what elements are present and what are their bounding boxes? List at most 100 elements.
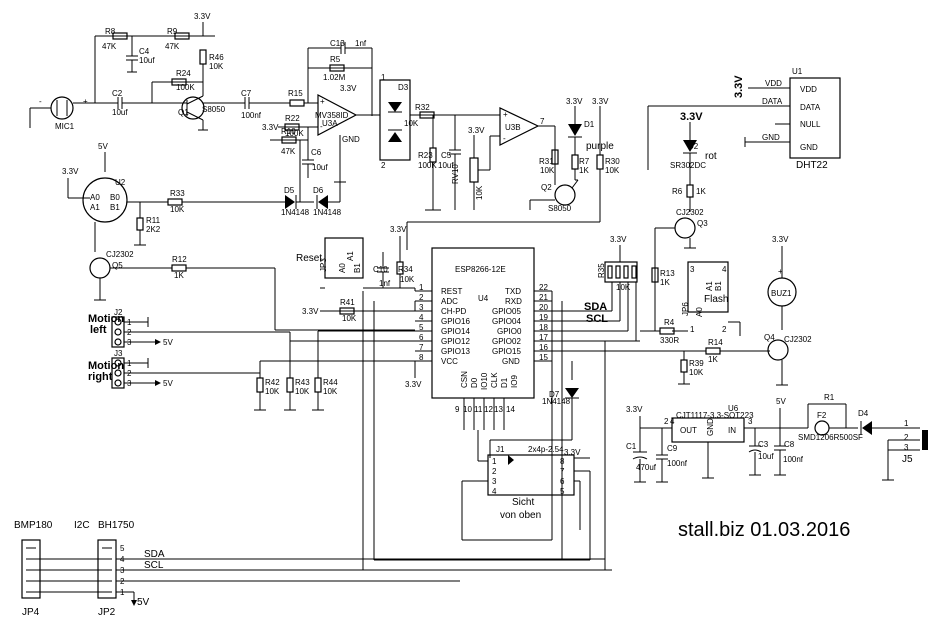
esp-pin-clk: CLK — [490, 372, 499, 388]
reset-pin-a1: A1 — [346, 251, 355, 261]
vcc-label-u2: 3.3V — [62, 167, 79, 176]
c4-ref: C4 — [139, 47, 150, 56]
dht22-name: DHT22 — [796, 160, 828, 171]
r7-value: 1K — [579, 166, 589, 175]
q4-transistor — [767, 339, 789, 361]
jp2-ref: JP2 — [98, 607, 116, 618]
esp-num-17: 17 — [539, 333, 548, 342]
d5-diode — [285, 195, 295, 209]
f2-value: SMD1206R500SF — [798, 433, 863, 442]
jp4-header — [21, 539, 41, 599]
flash-sw-ref: JP6 — [681, 302, 690, 316]
esp-num-21: 21 — [539, 293, 548, 302]
u2-pin-b1: B1 — [110, 203, 120, 212]
r5-value: 1.02M — [323, 73, 346, 82]
r12-value: 1K — [174, 271, 184, 280]
r43-resistor — [286, 377, 294, 393]
d1-ref: D1 — [584, 120, 595, 129]
vcc-label-r41: 3.3V — [302, 307, 319, 316]
vcc-label-esp: 3.3V — [405, 380, 422, 389]
vcc-label-u2-5v: 5V — [98, 142, 108, 151]
esp-num-3: 3 — [419, 303, 424, 312]
ir-sensor-section: 5V 3.3V U2 A0 A1 B0 B1 R33 10K R11 2K2 D… — [62, 140, 415, 331]
u6-ref: U6 — [728, 404, 739, 413]
j5-num-3: 3 — [904, 443, 909, 452]
j1-ref: J1 — [496, 445, 505, 454]
j3-ref: J3 — [114, 349, 123, 358]
r30-ref: R30 — [605, 157, 620, 166]
u6-pin2: 2 — [664, 417, 669, 426]
r32-value: 10K — [404, 119, 419, 128]
r4-ref: R4 — [664, 318, 675, 327]
esp-pin-d1: D1 — [500, 377, 509, 388]
r10-resistor — [281, 136, 297, 144]
vcc-label-r30: 3.3V — [592, 97, 609, 106]
flash-pin-b1: B1 — [714, 281, 723, 291]
c9-ref: C9 — [667, 444, 678, 453]
r41-resistor — [339, 307, 355, 315]
r13-ref: R13 — [660, 269, 675, 278]
j5-jack — [922, 430, 928, 450]
esp-pin-gpio05: GPIO05 — [492, 307, 521, 316]
esp8266-ref: U4 — [478, 294, 489, 303]
f2-ref: F2 — [817, 411, 827, 420]
r7-resistor — [571, 154, 579, 170]
c5-ref: C5 — [441, 151, 452, 160]
vcc-label-buzzer: 3.3V — [772, 235, 789, 244]
esp-num-11: 11 — [474, 405, 483, 414]
c6-ref: C6 — [311, 148, 322, 157]
esp-num-10: 10 — [463, 405, 472, 414]
r42-value: 10K — [265, 387, 280, 396]
dht22-pin-null: NULL — [800, 120, 821, 129]
vcc-label-r22: 3.3V — [262, 123, 279, 132]
j2-label-2: left — [90, 324, 107, 336]
r15-ref: R15 — [288, 89, 303, 98]
r15-resistor — [289, 99, 305, 107]
esp-pin-gpio0: GPIO0 — [497, 327, 522, 336]
r39-ref: R39 — [689, 359, 704, 368]
r4-value: 330R — [660, 336, 679, 345]
mic-preamp-section: 3.3V R8 47K R9 47K C4 10uf R46 10K R24 1… — [29, 12, 226, 131]
r9-resistor — [174, 32, 190, 40]
c3-ref: C3 — [758, 440, 769, 449]
esp-pin-chpd: CH-PD — [441, 307, 467, 316]
flash-num-4: 4 — [722, 265, 727, 274]
esp-num-16: 16 — [539, 343, 548, 352]
r30-resistor — [596, 154, 604, 170]
r41-value: 10K — [342, 314, 357, 323]
c6-value: 10uf — [312, 163, 328, 172]
r22-ref: R22 — [285, 114, 300, 123]
dht22-pin-data: DATA — [800, 103, 821, 112]
u3b-ref: U3B — [505, 123, 521, 132]
vcc-label-reg: 3.3V — [626, 405, 643, 414]
c13-value: 1nf — [355, 39, 367, 48]
r46-ref: R46 — [209, 53, 224, 62]
vcc-label-j1: 3.3V — [564, 448, 581, 457]
esp-pin-gpio16: GPIO16 — [441, 317, 470, 326]
c8-value: 100nf — [783, 455, 804, 464]
esp-pin-io10: IO10 — [480, 372, 489, 390]
r42-resistor — [256, 377, 264, 393]
esp-pin-vcc: VCC — [441, 357, 458, 366]
esp-pin-rest: REST — [441, 287, 462, 296]
c10-value: 1nf — [379, 279, 391, 288]
esp-pin-d0: D0 — [470, 377, 479, 388]
led-section: 3.3V D1 purple R7 1K 3.3V R30 10K 3.3V D… — [406, 97, 717, 300]
reset-pin-a0: A0 — [338, 263, 347, 273]
vcc-label-reset: 3.3V — [390, 225, 407, 234]
d3-box — [379, 79, 411, 161]
r10-ref: R10 — [281, 127, 296, 136]
vcc-label-dht: 3.3V — [733, 75, 745, 98]
u3a-gnd: GND — [342, 135, 360, 144]
vcc-label-d2: 3.3V — [680, 111, 703, 123]
j1-header — [487, 454, 575, 496]
dht22-net-gnd: GND — [762, 133, 780, 142]
r24-resistor — [171, 78, 187, 86]
i2c-scl: SCL — [144, 560, 164, 571]
reset-sw-ref: JP3 — [319, 258, 328, 272]
reset-label: Reset — [296, 253, 322, 264]
r31-ref: R31 — [539, 157, 554, 166]
u3b-opamp — [499, 107, 540, 146]
j1-value: 2x4p-2.54 — [528, 445, 564, 454]
